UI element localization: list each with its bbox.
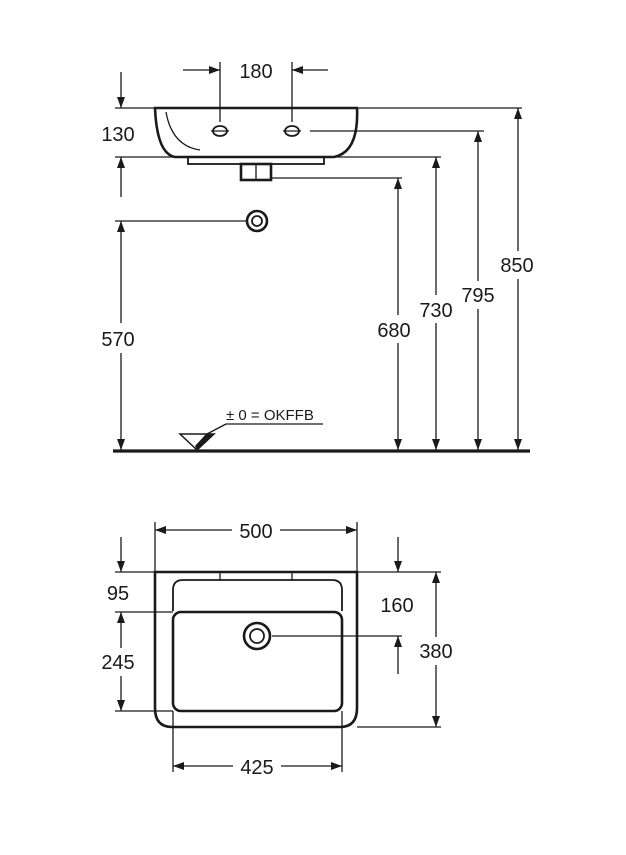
dim-height-795: 795 [461, 285, 494, 307]
basin-bowl [171, 610, 344, 713]
dim-rim-height: 130 [101, 124, 134, 146]
basin-side-profile [153, 106, 359, 159]
dim-height-730: 730 [419, 300, 452, 322]
tap-hole-icon [211, 125, 229, 137]
dim-drain-offset: 160 [380, 595, 413, 617]
basin-top-outline [153, 570, 359, 729]
side-view: 180 130 570 [94, 61, 539, 453]
tap-ledge [172, 579, 343, 611]
dim-bowl-depth: 245 [101, 652, 134, 674]
dim-overall-width: 500 [239, 521, 272, 543]
dim-tap-hole-spacing: 180 [239, 61, 272, 83]
dim-overall-depth: 380 [419, 641, 452, 663]
tap-hole-icon [283, 125, 301, 137]
dim-waste-height: 570 [101, 329, 134, 351]
top-view: 500 95 245 160 380 425 [94, 518, 457, 780]
basin-inner-curve [165, 111, 201, 151]
floor-level-marker-icon [178, 423, 323, 452]
dim-height-850: 850 [500, 255, 533, 277]
waste-connection-icon [245, 209, 269, 233]
dim-height-680: 680 [377, 320, 410, 342]
floor-reference-label: ± 0 = OKFFB [226, 407, 314, 424]
drain-icon [242, 621, 272, 651]
dim-tap-ledge-depth: 95 [107, 583, 129, 605]
dim-bowl-width: 425 [240, 757, 273, 779]
